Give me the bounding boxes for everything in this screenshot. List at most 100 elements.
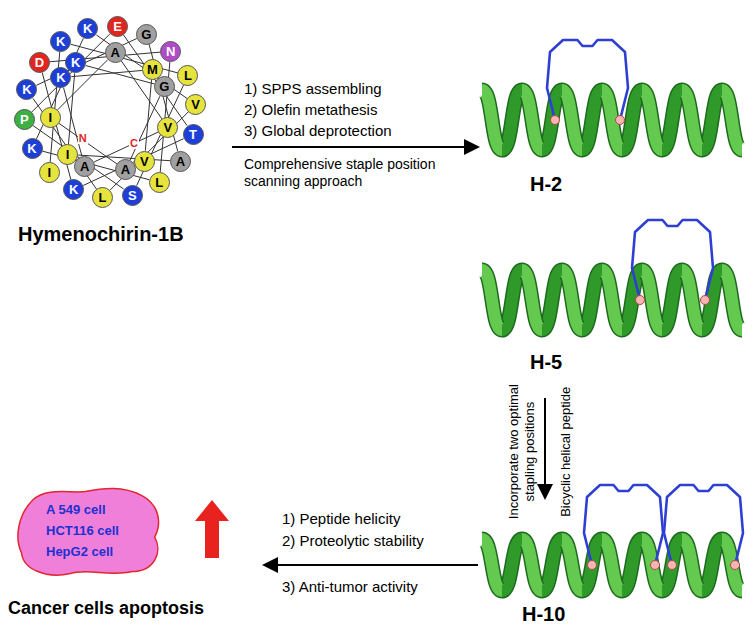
residue-letter: M (147, 63, 158, 76)
residue-circle: S (122, 185, 143, 206)
residue-circle: E (107, 16, 128, 37)
step-text: 2) Olefin metathesis (244, 101, 377, 119)
staple-anchor (551, 116, 560, 125)
ribbon (502, 90, 522, 150)
residue-circle: I (39, 162, 60, 183)
ribbon (482, 90, 502, 150)
ribbon (602, 270, 622, 330)
residue-circle: V (134, 151, 155, 172)
ribbon-edge (482, 270, 502, 330)
residue-circle: K (50, 31, 71, 52)
peptide-id: H-10 (522, 602, 565, 626)
ribbon (642, 90, 662, 150)
residue-circle: V (157, 117, 178, 138)
hydrocarbon-staple (584, 485, 663, 565)
ribbon (522, 90, 542, 150)
ribbon (502, 539, 522, 591)
residue-circle: K (16, 79, 37, 100)
ribbon (682, 539, 702, 591)
ribbon-edge (662, 90, 682, 150)
residue-letter: I (66, 148, 70, 161)
ribbon (482, 539, 502, 591)
ribbon (662, 90, 682, 150)
ribbon (562, 90, 582, 150)
ribbon-edge (522, 270, 542, 330)
staple-anchor (588, 561, 597, 570)
residue-circle: N (160, 41, 181, 62)
ribbon-edge (502, 539, 522, 591)
ribbon-edge (622, 539, 642, 591)
residue-circle: K (77, 18, 98, 39)
residue-letter: A (80, 160, 89, 173)
step-text: 1) Peptide helicity (282, 510, 400, 528)
ribbon-edge (722, 90, 742, 150)
ribbon-edge (502, 270, 522, 330)
ribbon (542, 270, 562, 330)
staple-anchor (651, 561, 660, 570)
residue-circle: A (115, 159, 136, 180)
residue-letter: S (128, 189, 137, 202)
ribbon-edge (542, 90, 562, 150)
outcome-text: Cancer cells apoptosis (8, 598, 204, 620)
step-text: Bicyclic helical peptide (558, 362, 574, 542)
residue-letter: P (20, 113, 29, 126)
step-text: 3) Anti-tumor activity (282, 578, 418, 596)
residue-letter: K (22, 83, 31, 96)
ribbon-edge (702, 90, 722, 150)
cancer-cell: A 549 cellHCT116 cellHepG2 cell (14, 486, 164, 579)
wheel-line (33, 98, 97, 189)
residue-letter: T (189, 128, 197, 141)
ribbon (622, 539, 642, 591)
cell-body (18, 489, 159, 576)
residue-circle: P (14, 109, 35, 130)
ribbon (722, 270, 742, 330)
ribbon-edge (682, 90, 702, 150)
ribbon-edge (722, 270, 742, 330)
process-arrows (232, 139, 553, 573)
ribbon-edge (682, 270, 702, 330)
residue-letter: K (56, 71, 65, 84)
wheel-line (96, 35, 187, 99)
staple-anchor (668, 561, 677, 570)
ribbon (682, 90, 702, 150)
residue-circle: L (177, 65, 198, 86)
ribbon-edge (702, 539, 722, 591)
wheel-line (32, 34, 110, 112)
ribbon-edge (522, 90, 542, 150)
residue-letter: I (47, 166, 51, 179)
ribbon (662, 539, 682, 591)
residue-letter: V (140, 155, 149, 168)
step-text: 1) SPPS assembling (244, 80, 382, 98)
ribbon (522, 270, 542, 330)
peptide-id: H-5 (530, 350, 562, 374)
ribbon-edge (682, 539, 702, 591)
residue-circle: L (149, 172, 170, 193)
ribbon-edge (522, 539, 542, 591)
residue-circle: A (74, 156, 95, 177)
residue-letter: L (99, 191, 107, 204)
residue-circle: I (40, 107, 61, 128)
cell-line-name: HCT116 cell (46, 521, 138, 542)
ribbon (722, 90, 742, 150)
wheel-line (71, 70, 142, 76)
ribbon (482, 270, 502, 330)
ribbon-edge (662, 539, 682, 591)
residue-circle: K (22, 138, 43, 159)
ribbon (602, 539, 622, 591)
ribbon (582, 90, 602, 150)
residue-circle: T (183, 124, 204, 145)
ribbon (562, 270, 582, 330)
peptide-id: H-2 (530, 172, 562, 196)
ribbon-edge (602, 270, 622, 330)
increase-arrow (195, 500, 229, 558)
ribbon (542, 90, 562, 150)
peptide-name: Hymenochirin-1B (18, 222, 184, 246)
staple-anchor (731, 561, 740, 570)
residue-letter: K (69, 183, 78, 196)
ribbon-edge (542, 539, 562, 591)
residue-circle: A (170, 151, 191, 172)
residue-circle: M (142, 59, 163, 80)
step-text: 2) Proteolytic stability (282, 532, 424, 550)
ribbon-edge (582, 270, 602, 330)
residue-circle: A (105, 42, 126, 63)
